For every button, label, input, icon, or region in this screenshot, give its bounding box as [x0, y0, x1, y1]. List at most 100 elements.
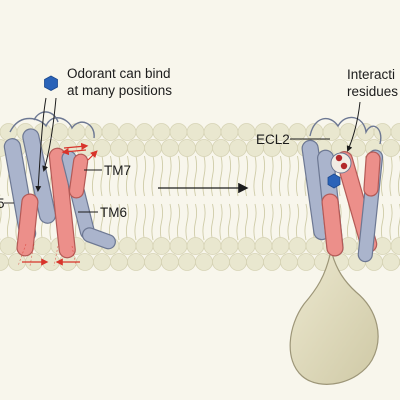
lipid-head	[135, 123, 154, 141]
lipid-tail	[236, 155, 240, 197]
lipid-head	[33, 237, 52, 255]
lipid-head	[169, 237, 188, 255]
lipid-head	[152, 237, 171, 255]
lipid-tail	[261, 155, 266, 197]
interaction-caption-line2: residues	[347, 84, 398, 99]
lipid-tail	[159, 155, 164, 197]
lipid-tail	[253, 155, 257, 197]
lipid-head	[305, 123, 324, 141]
lipid-head	[382, 139, 400, 157]
lipid-head	[246, 253, 264, 271]
lipid-tail	[159, 203, 164, 241]
residue-icon	[340, 162, 348, 170]
receptor-right	[301, 116, 384, 263]
lipid-tail	[244, 155, 249, 197]
lipid-head	[390, 237, 400, 255]
lipid-head	[178, 139, 196, 157]
lipid-head	[127, 253, 145, 271]
lipid-head	[263, 253, 281, 271]
lipid-head	[212, 253, 230, 271]
lipid-tail	[176, 203, 181, 241]
lipid-tail	[219, 203, 223, 241]
lipid-tail	[380, 203, 385, 241]
lipid-tail	[108, 155, 113, 197]
lipid-head	[195, 139, 213, 157]
lipid-tail	[0, 203, 2, 240]
tm5-label: 5	[0, 196, 5, 211]
pointer-arrow	[42, 97, 57, 172]
lipid-head	[169, 123, 188, 141]
lipid-head	[152, 123, 171, 141]
lipid-tail	[117, 155, 121, 197]
residue-icon	[335, 154, 343, 162]
lipid-tail	[389, 155, 393, 197]
lipid-head	[161, 139, 179, 157]
odorant-caption-line2: at many positions	[67, 83, 172, 98]
odorant-icon	[327, 173, 341, 189]
interaction-caption-line1: Interacti	[347, 67, 395, 82]
lipid-head	[50, 123, 69, 141]
lipid-head	[237, 123, 256, 141]
lipid-tail	[278, 155, 283, 197]
lipid-head	[220, 123, 239, 141]
lipid-head	[288, 123, 307, 141]
lipid-tail	[210, 203, 215, 241]
lipid-head	[127, 139, 145, 157]
lipid-tail	[270, 203, 274, 241]
lipid-head	[237, 237, 256, 255]
lipid-tail	[227, 203, 232, 241]
lipid-tail	[168, 155, 172, 197]
lipid-tail	[287, 155, 291, 197]
lipid-head	[229, 253, 247, 271]
lipid-tail	[295, 203, 300, 241]
lipid-head	[161, 253, 179, 271]
lipid-tail	[151, 155, 155, 197]
lipid-tail	[91, 155, 96, 197]
lipid-tail	[185, 203, 189, 241]
motion-arrows	[22, 142, 98, 266]
lipid-head	[390, 123, 400, 141]
lipid-head	[144, 253, 162, 271]
lipid-tail	[185, 155, 189, 197]
lipid-tail	[134, 155, 138, 197]
lipid-tail	[202, 155, 206, 197]
lipid-tail	[151, 203, 155, 241]
lipid-tail	[193, 203, 198, 241]
lipid-head	[203, 123, 222, 141]
lipid-tail	[100, 155, 104, 197]
lipid-head	[288, 237, 307, 255]
lipid-tail	[168, 203, 172, 241]
g-protein	[289, 249, 379, 385]
lipid-tail	[295, 155, 300, 197]
lipid-head	[135, 237, 154, 255]
lipid-head	[186, 123, 205, 141]
odorant-icon	[44, 75, 58, 91]
lipid-head	[93, 253, 111, 271]
pointer-arrow	[35, 97, 47, 192]
lipid-tail	[0, 155, 2, 196]
lipid-tail	[236, 203, 240, 241]
lipid-head	[101, 123, 120, 141]
lipid-tail	[261, 203, 266, 241]
lipid-tail	[210, 155, 215, 197]
lipid-head	[271, 237, 290, 255]
lipid-head	[382, 253, 400, 271]
lipid-tail	[346, 203, 351, 241]
ecl2-label: ECL2	[256, 132, 290, 147]
lipid-head	[0, 253, 9, 271]
lipid-tail	[176, 155, 181, 197]
lipid-head	[203, 237, 222, 255]
lipid-tail	[125, 155, 130, 197]
lipid-tail	[117, 203, 121, 241]
lipid-tail	[287, 203, 291, 241]
lipid-tail	[389, 203, 393, 241]
lipid-head	[297, 253, 315, 271]
lipid-head	[110, 139, 128, 157]
lipid-tail	[253, 203, 257, 241]
lipid-tail	[193, 155, 198, 197]
lipid-head	[118, 123, 137, 141]
lipid-head	[229, 139, 247, 157]
lipid-head	[118, 237, 137, 255]
lipid-head	[93, 139, 111, 157]
